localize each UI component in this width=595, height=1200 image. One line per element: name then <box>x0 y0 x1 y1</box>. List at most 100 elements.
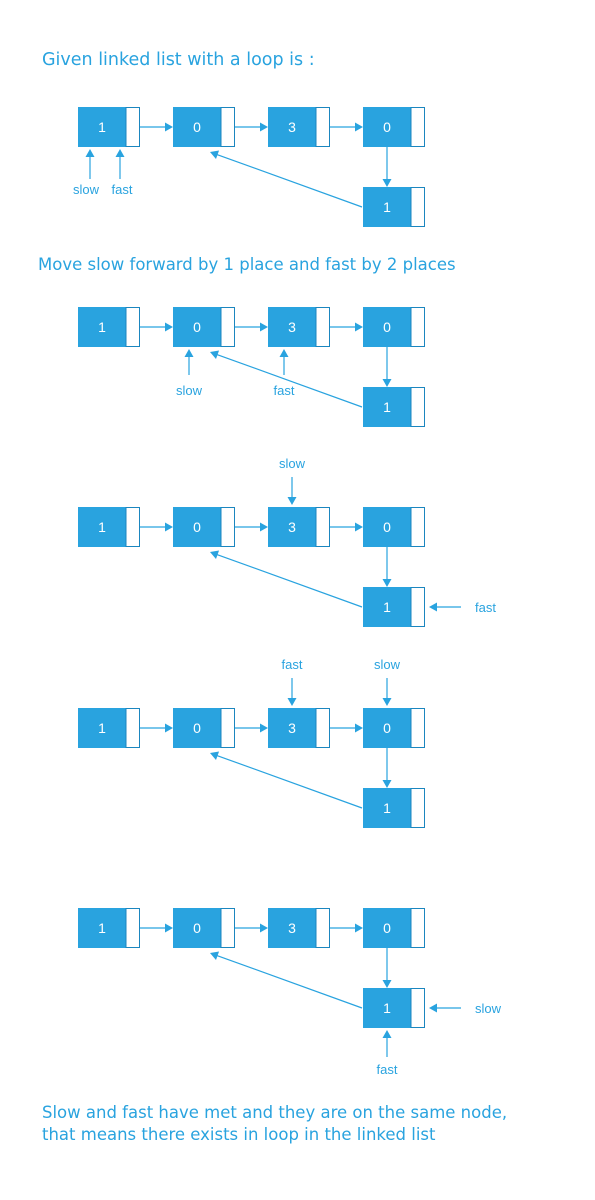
node-next-box <box>410 788 425 828</box>
fast-pointer-head <box>382 1030 392 1038</box>
slow-pointer-head <box>287 497 297 505</box>
slow-pointer-head <box>85 149 95 157</box>
next-arrow-head <box>165 322 173 332</box>
node-next-box <box>220 908 235 948</box>
list-node: 0 <box>173 307 235 347</box>
node-value: 3 <box>288 519 296 535</box>
slow-pointer-head <box>184 349 194 357</box>
node-value-box <box>363 908 411 948</box>
slow-pointer-label: slow <box>374 657 401 672</box>
fast-pointer-head <box>429 602 437 612</box>
conclusion-text: Slow and fast have met and they are on t… <box>42 1102 507 1146</box>
node-value: 0 <box>383 119 391 135</box>
next-arrow-head <box>355 923 363 933</box>
node-value: 1 <box>383 800 391 816</box>
node-value-box <box>78 908 126 948</box>
list-node: 0 <box>173 908 235 948</box>
next-arrow-head <box>260 122 268 132</box>
node-next-box <box>315 908 330 948</box>
fast-pointer-label: fast <box>377 1062 398 1077</box>
loop-arrow-line <box>216 553 363 608</box>
list-node: 3 <box>268 307 330 347</box>
node-value: 0 <box>193 720 201 736</box>
next-arrow-head <box>355 322 363 332</box>
list-node: 1 <box>78 708 140 748</box>
next-arrow-head <box>165 522 173 532</box>
fast-pointer-head <box>115 149 125 157</box>
node-value: 1 <box>98 720 106 736</box>
node-value: 1 <box>98 519 106 535</box>
node-value: 3 <box>288 119 296 135</box>
slow-pointer-label: slow <box>176 383 203 398</box>
list-node: 0 <box>173 507 235 547</box>
node-value-box <box>363 187 411 227</box>
node-value: 3 <box>288 319 296 335</box>
conclusion-line-2: that means there exists in loop in the l… <box>42 1125 436 1144</box>
node-value: 0 <box>193 920 201 936</box>
node-value-box <box>363 507 411 547</box>
fast-pointer-head <box>287 698 297 706</box>
next-arrow-head <box>355 522 363 532</box>
list-node: 3 <box>268 908 330 948</box>
node-next-box <box>125 908 140 948</box>
node-value-box <box>268 307 316 347</box>
node-value-box <box>268 908 316 948</box>
list-node: 1 <box>78 107 140 147</box>
next-arrow-head <box>382 179 392 187</box>
node-value: 0 <box>383 319 391 335</box>
slow-pointer-head <box>429 1003 437 1013</box>
node-value: 0 <box>383 519 391 535</box>
node-next-box <box>220 507 235 547</box>
node-value-box <box>363 107 411 147</box>
list-node: 0 <box>363 307 425 347</box>
node-next-box <box>410 107 425 147</box>
node-value: 1 <box>98 319 106 335</box>
node-value: 3 <box>288 920 296 936</box>
next-arrow-head <box>355 122 363 132</box>
next-arrow-head <box>260 522 268 532</box>
node-value: 0 <box>193 319 201 335</box>
next-arrow-head <box>165 723 173 733</box>
list-node: 0 <box>363 507 425 547</box>
node-value-box <box>78 507 126 547</box>
slow-pointer-label: slow <box>73 182 100 197</box>
fast-pointer-label: fast <box>475 600 496 615</box>
node-value-box <box>363 988 411 1028</box>
list-node: 0 <box>363 107 425 147</box>
node-value: 0 <box>193 119 201 135</box>
next-arrow-head <box>260 723 268 733</box>
next-arrow-head <box>260 923 268 933</box>
node-value-box <box>173 307 221 347</box>
list-node: 0 <box>363 708 425 748</box>
loop-arrow-line <box>216 153 363 208</box>
list-node: 1 <box>78 908 140 948</box>
node-value-box <box>173 708 221 748</box>
loop-arrow-head <box>210 150 220 159</box>
node-next-box <box>315 307 330 347</box>
node-value: 1 <box>98 920 106 936</box>
list-node: 1 <box>78 507 140 547</box>
list-node: 3 <box>268 507 330 547</box>
next-arrow-head <box>165 923 173 933</box>
conclusion-line-1: Slow and fast have met and they are on t… <box>42 1103 508 1122</box>
next-arrow-head <box>382 379 392 387</box>
node-value-box <box>363 708 411 748</box>
node-value: 0 <box>193 519 201 535</box>
node-next-box <box>410 387 425 427</box>
loop-arrow-head <box>210 350 220 359</box>
node-next-box <box>410 708 425 748</box>
next-arrow-head <box>382 579 392 587</box>
list-node: 0 <box>173 708 235 748</box>
node-next-box <box>410 908 425 948</box>
node-next-box <box>315 708 330 748</box>
move-heading: Move slow forward by 1 place and fast by… <box>38 255 456 274</box>
node-next-box <box>125 107 140 147</box>
loop-arrow-line <box>216 754 363 809</box>
fast-pointer-label: fast <box>274 383 295 398</box>
node-value-box <box>78 107 126 147</box>
intro-heading: Given linked list with a loop is : <box>42 50 315 70</box>
